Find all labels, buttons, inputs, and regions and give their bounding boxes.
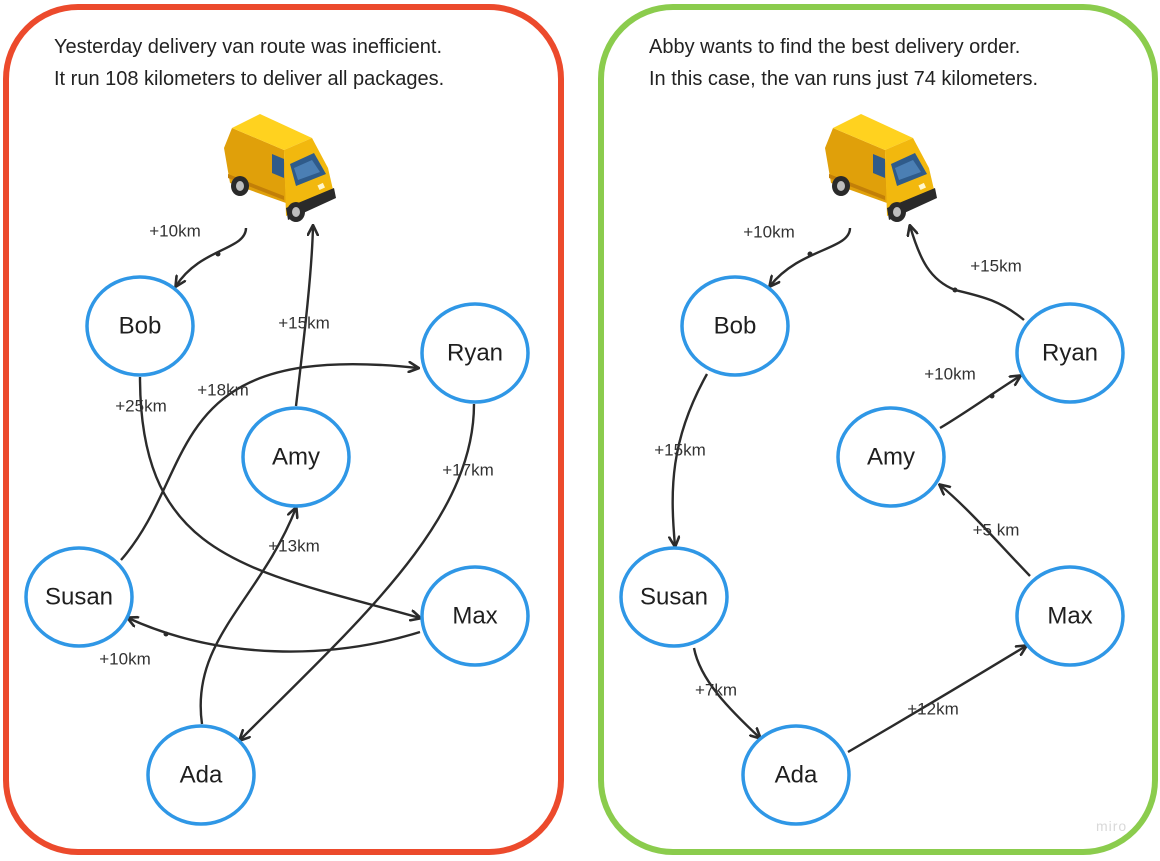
right-edge-label: +15km [970, 257, 1022, 276]
left-caption-line2: It run 108 kilometers to deliver all pac… [54, 68, 445, 90]
left-caption-line1: Yesterday delivery van route was ineffic… [54, 36, 442, 58]
right-edge-label: +10km [924, 365, 976, 384]
right-node-susan [619, 546, 729, 648]
right-caption-line2: In this case, the van runs just 74 kilom… [649, 68, 1039, 90]
left-node-label: Susan [45, 584, 113, 611]
left-edge-label: +18km [197, 381, 249, 400]
left-edge-label: +13km [268, 537, 320, 556]
right-node-max [1015, 565, 1125, 667]
left-edge-label: +10km [99, 650, 151, 669]
right-edge-susan-to-ada [692, 647, 760, 738]
left-node-max [420, 565, 530, 667]
right-node-label: Max [1047, 603, 1092, 630]
left-edge-ada-to-amy [199, 508, 296, 725]
left-edge-bob-to-max [138, 376, 420, 618]
left-node-ada [146, 724, 256, 826]
left-edge-max-to-susan [128, 618, 421, 653]
right-edge-max-to-amy [940, 485, 1031, 577]
right-edge-label: +15km [654, 441, 706, 460]
right-node-ada [741, 724, 851, 826]
right-edge-amy-to-ryan [939, 376, 1020, 430]
right-edge-label: +7km [695, 681, 737, 700]
left-edge-label: +15km [278, 314, 330, 333]
right-node-label: Susan [640, 584, 708, 611]
right-node-bob [680, 275, 790, 377]
right-edge-ada-to-max [847, 646, 1026, 754]
right-caption-line1: Abby wants to find the best delivery ord… [649, 36, 1021, 58]
left-node-label: Ada [180, 762, 223, 789]
right-edge-waypoint [807, 251, 813, 257]
left-node-label: Amy [272, 444, 320, 471]
right-edge-bob-to-susan [673, 373, 709, 546]
left-node-bob [85, 275, 195, 377]
left-node-label: Bob [119, 313, 162, 340]
right-edge-label: +12km [907, 700, 959, 719]
right-node-amy [836, 406, 946, 508]
left-edge-van-to-bob [176, 227, 248, 286]
left-node-amy [241, 406, 351, 508]
left-node-ryan [420, 302, 530, 404]
miro-watermark: miro [1096, 818, 1128, 834]
right-edge-waypoint [989, 393, 995, 399]
left-edge-label: +25km [115, 397, 167, 416]
right-node-label: Amy [867, 444, 915, 471]
right-node-label: Ada [775, 762, 818, 789]
left-edge-susan-to-ryan [120, 364, 418, 561]
left-node-label: Max [452, 603, 497, 630]
left-edge-label: +17km [442, 461, 494, 480]
left-edge-ryan-to-ada [240, 403, 476, 740]
right-delivery-van-icon [825, 114, 937, 222]
right-node-label: Ryan [1042, 340, 1098, 367]
right-edge-van-to-bob [770, 227, 852, 286]
left-edge-label: +10km [149, 222, 201, 241]
left-edge-waypoint [215, 251, 221, 257]
right-node-label: Bob [714, 313, 757, 340]
right-edge-waypoint [952, 287, 958, 293]
right-edge-label: +10km [743, 223, 795, 242]
right-node-ryan [1015, 302, 1125, 404]
left-edge-waypoint [163, 631, 169, 637]
left-node-label: Ryan [447, 340, 503, 367]
left-delivery-van-icon [224, 114, 336, 222]
right-edge-label: +5 km [973, 521, 1020, 540]
left-edge-amy-to-van [294, 226, 313, 407]
left-node-susan [24, 546, 134, 648]
